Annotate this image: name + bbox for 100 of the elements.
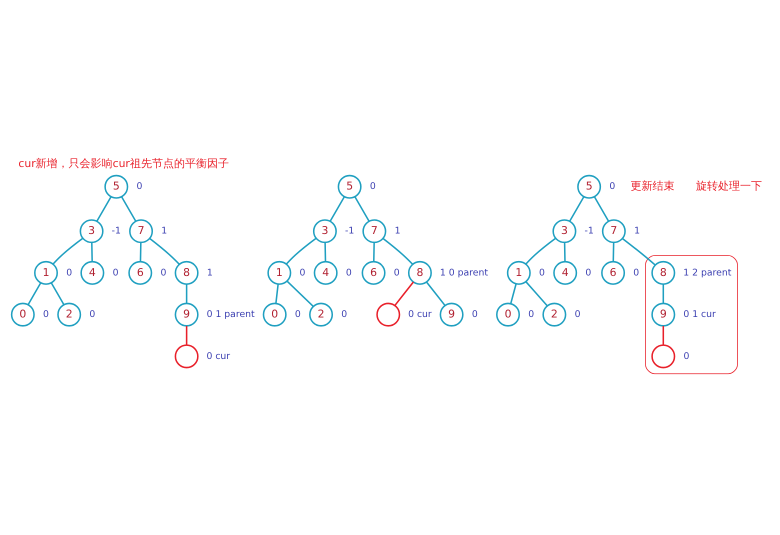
node-label: 0 [89,309,96,320]
node-label: 0 [633,267,640,278]
connector [91,242,93,262]
node-circle: 1 [34,260,58,285]
connector [275,284,279,304]
node-circle: 5 [338,174,362,199]
node-label: -1 [584,226,594,237]
node-circle: 2 [542,302,566,327]
label: 更新结束 [630,180,674,193]
connector [569,196,584,222]
node-label: 1 [161,226,168,237]
node-circle: 4 [553,260,578,285]
cluster [645,255,738,374]
connector [662,284,664,304]
node-label: 0 [300,267,306,278]
node-label: 0 [472,309,478,320]
connector [382,238,414,265]
node-circle: 9 [174,302,199,327]
connector [330,196,345,222]
node-label: -1 [112,226,121,237]
connector [28,282,42,305]
node-label: 0 [609,181,616,192]
node-label: 0 [574,309,580,320]
connector [186,326,188,345]
node-label: 0 [341,309,348,320]
connector [426,282,446,306]
connector [52,238,84,265]
node-label: 0 [370,181,376,192]
connector [564,242,566,262]
node-label: 0 [160,267,166,278]
node-label: 0 [294,309,301,320]
connector [373,242,375,262]
node-circle [174,344,199,368]
node-circle: 5 [577,174,602,199]
node-circle: 5 [104,174,128,199]
node-circle: 4 [80,260,104,285]
node-label: -1 [345,226,354,237]
node-label: 0 [66,267,72,278]
node-label: 1 [634,226,640,237]
node-circle: 7 [602,219,626,244]
node-circle: 8 [408,260,432,285]
node-circle: 0 [10,302,35,327]
connector [96,196,112,222]
node-label: 0 cur [408,309,432,320]
node-circle: 7 [362,219,386,244]
node-label: 0 [43,309,49,320]
node-circle: 3 [80,219,104,244]
connector [662,326,664,345]
connector [622,238,656,266]
connector [149,238,180,265]
node-circle: 8 [174,260,199,285]
node-label: 1 0 parent [440,267,488,278]
node-label: 0 [539,267,545,278]
node-circle [376,302,400,327]
node-label: 0 [528,309,534,320]
node-circle: 3 [312,219,337,244]
node-label: 0 [346,267,352,278]
node-circle: 1 [267,260,292,285]
node-label: 1 2 parent [683,267,732,278]
connector [50,282,64,305]
node-label: 0 [136,181,142,192]
node-circle [651,344,676,368]
node-circle: 0 [496,302,520,327]
node-label: 0 cur [206,350,230,362]
node-circle: 4 [314,260,338,285]
node-circle: 6 [128,260,152,285]
label: 旋转处理一下 [696,180,762,193]
node-label: 1 [206,267,213,278]
node-circle: 2 [57,302,82,327]
node-label: 0 [585,267,592,278]
connector [286,238,317,265]
connector [510,284,517,304]
node-circle: 0 [262,302,287,327]
node-circle: 6 [601,260,626,285]
connector [324,242,326,262]
node-label: 0 1 cur [683,309,716,320]
connector [354,196,370,222]
connector [594,196,610,222]
node-label: 0 [394,267,400,278]
node-circle: 3 [552,219,576,244]
node-circle: 9 [440,302,464,327]
node-circle: 8 [651,260,676,285]
connector [525,281,548,306]
connector [121,196,136,222]
node-circle: 1 [506,260,531,285]
node-label: 1 [394,226,400,237]
connector [186,284,188,304]
connector [525,238,556,265]
connector [612,242,614,262]
node-circle: 7 [129,219,154,244]
node-label: 0 [684,350,690,362]
node-circle: 6 [362,260,386,285]
connector [394,282,414,306]
node-circle: 2 [309,302,334,327]
diagram-title: cur新增，只会影响cur祖先节点的平衡因子 [18,156,229,170]
node-circle: 9 [651,302,676,327]
node-label: 0 [112,267,118,278]
connector [140,242,142,262]
node-label: 0 1 parent [206,309,255,320]
connector [286,280,314,307]
